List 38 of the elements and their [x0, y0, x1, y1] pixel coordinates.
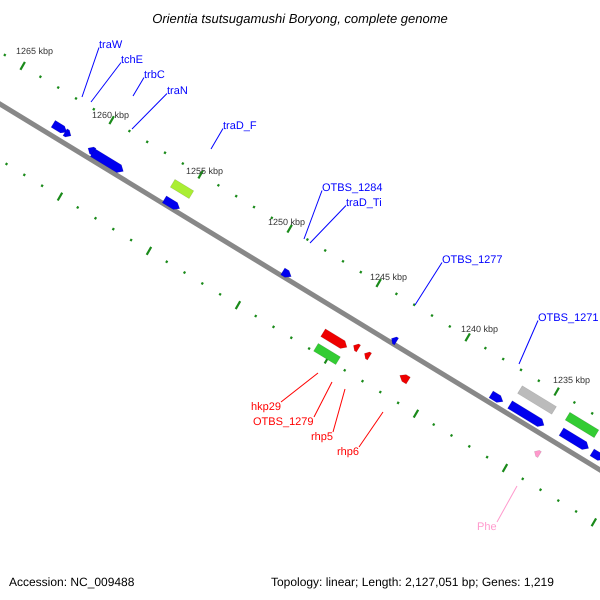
genome-summary: Topology: linear; Length: 2,127,051 bp; Genes: 1,219	[271, 576, 554, 588]
gene-label: rhp5	[311, 432, 334, 443]
scale-label: 1235 kbp	[553, 376, 590, 385]
gene-label: OTBS_1284	[322, 183, 383, 194]
gene-label: OTBS_1279	[253, 417, 314, 428]
gene-label: OTBS_1277	[442, 255, 503, 266]
scale-label: 1250 kbp	[268, 218, 306, 227]
gene-label: rhp6	[337, 447, 360, 458]
gene-label: traD_Ti	[346, 198, 382, 209]
scale-label: 1240 kbp	[461, 325, 498, 334]
accession-text: Accession: NC_009488	[9, 576, 134, 588]
leader-line	[304, 190, 322, 240]
gene-label: trbC	[144, 70, 165, 81]
leader-line	[310, 205, 346, 244]
leader-line	[332, 388, 346, 432]
gene-label: OTBS_1271	[538, 313, 599, 324]
leader-line	[518, 320, 538, 364]
leader-line	[358, 412, 384, 448]
scale-label: 1260 kbp	[92, 111, 130, 120]
scale-label: 1245 kbp	[370, 273, 408, 282]
leader-line	[314, 382, 332, 418]
leader-line	[496, 486, 518, 522]
gene-label: traW	[99, 40, 122, 51]
gene-label: Phe	[477, 522, 497, 533]
leader-line	[132, 93, 168, 130]
leader-line	[132, 77, 144, 96]
leader-line	[82, 47, 100, 98]
gene-label: traN	[167, 86, 188, 97]
title: Orientia tsutsugamushi Boryong, complete genome	[151, 11, 449, 26]
leader-line	[414, 262, 442, 306]
leader-line	[280, 372, 318, 402]
scale-label: 1255 kbp	[186, 167, 224, 176]
gene-label: hkp29	[251, 402, 281, 413]
scale-label: 1265 kbp	[16, 47, 54, 56]
gene-label: traD_F	[223, 121, 257, 132]
leader-line	[90, 62, 122, 102]
gene-label: tchE	[121, 55, 144, 66]
leader-line	[210, 128, 224, 150]
